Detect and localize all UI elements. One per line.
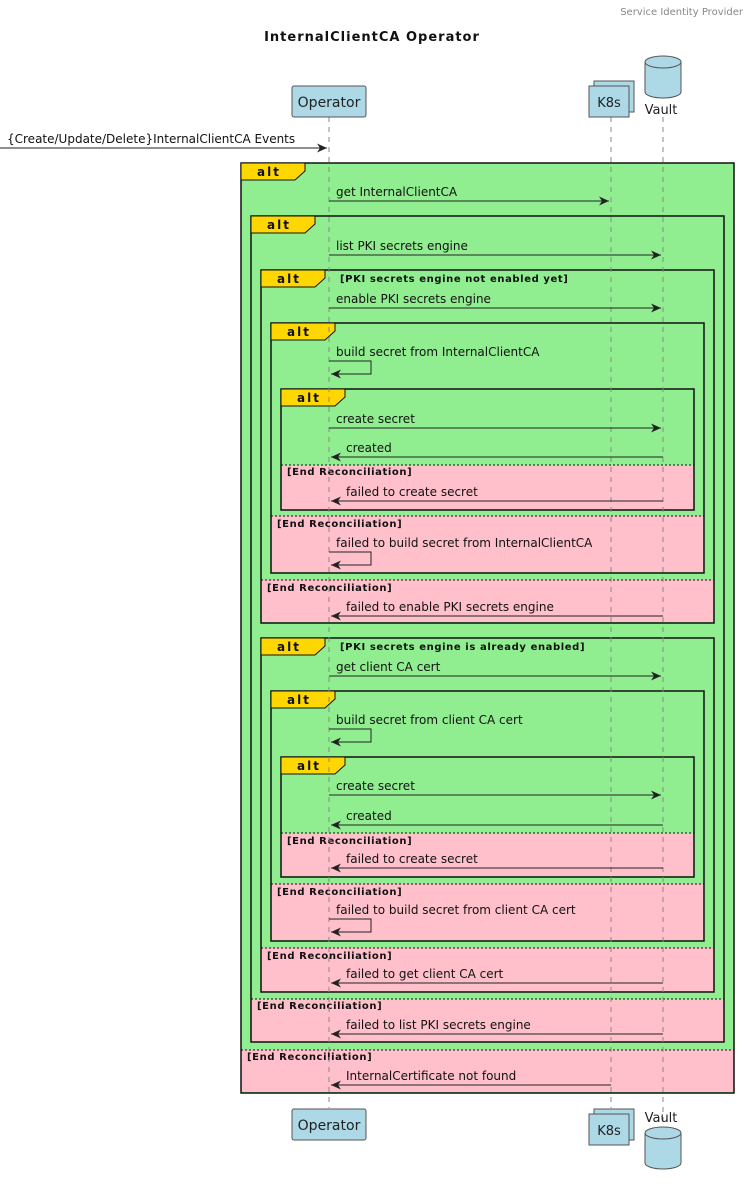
message-label: build secret from client CA cert (336, 713, 523, 727)
message-build-secret-ca: build secret from InternalClientCA (329, 345, 540, 379)
message-created-a: created (331, 441, 663, 462)
message-label: InternalCertificate not found (346, 1069, 516, 1083)
participant-label: K8s (597, 1124, 621, 1139)
participant-vault-top: Vault (644, 55, 682, 118)
message-label: failed to list PKI secrets engine (346, 1018, 531, 1032)
participant-label: K8s (597, 96, 621, 111)
participant-label: Vault (645, 103, 678, 118)
message-enable-pki: enable PKI secrets engine (329, 292, 661, 313)
message-label: create secret (336, 412, 415, 426)
message-label: created (346, 441, 392, 455)
alt-keyword: alt (287, 325, 311, 339)
guard-enabled: [PKI secrets engine is already enabled] (340, 642, 585, 653)
participant-operator-top: Operator (291, 85, 367, 118)
message-create-secret-b: create secret (329, 779, 661, 800)
message-label: failed to create secret (346, 485, 478, 499)
self-message-arrow (329, 728, 372, 747)
else-label: [End Reconciliation] (247, 1052, 372, 1063)
diagram-title: InternalClientCA Operator (264, 30, 480, 45)
message-label: create secret (336, 779, 415, 793)
participant-k8s-top: K8s (588, 80, 635, 118)
message-events: {Create/Update/Delete}InternalClientCA E… (0, 132, 327, 153)
else-label: [End Reconciliation] (267, 583, 392, 594)
else-label: [End Reconciliation] (277, 519, 402, 530)
alt-keyword: alt (257, 165, 281, 179)
message-label: failed to get client CA cert (346, 967, 504, 981)
message-label: {Create/Update/Delete}InternalClientCA E… (7, 132, 295, 146)
alt-keyword: alt (277, 272, 301, 286)
message-label: created (346, 809, 392, 823)
else-label: [End Reconciliation] (277, 887, 402, 898)
participant-k8s-bottom: K8s (588, 1108, 635, 1146)
participant-operator-bottom: Operator (291, 1108, 367, 1141)
else-label: [End Reconciliation] (287, 467, 412, 478)
message-label: enable PKI secrets engine (336, 292, 491, 306)
message-label: failed to create secret (346, 852, 478, 866)
participant-vault-bottom: Vault (644, 1111, 682, 1170)
message-label: build secret from InternalClientCA (336, 345, 540, 359)
else-label: [End Reconciliation] (287, 836, 412, 847)
message-failed-create-secret-a: failed to create secret (331, 485, 663, 506)
participant-label: Operator (298, 1118, 361, 1134)
alt-keyword: alt (277, 640, 301, 654)
diagram-header: Service Identity Provider (620, 7, 744, 18)
message-label: list PKI secrets engine (336, 239, 468, 253)
else-label: [End Reconciliation] (257, 1001, 382, 1012)
self-message-arrow (329, 360, 372, 379)
message-label: failed to enable PKI secrets engine (346, 600, 554, 614)
alt-keyword: alt (287, 693, 311, 707)
message-label: failed to build secret from client CA ce… (336, 903, 576, 917)
message-failed-build-ca: failed to build secret from InternalClie… (329, 536, 593, 570)
else-label: [End Reconciliation] (267, 951, 392, 962)
message-failed-enable-pki: failed to enable PKI secrets engine (331, 600, 663, 621)
guard-not-enabled: [PKI secrets engine not enabled yet] (340, 274, 568, 285)
message-created-b: created (331, 809, 663, 830)
message-failed-get-cert: failed to get client CA cert (331, 967, 663, 988)
message-create-secret-a: create secret (329, 412, 661, 433)
message-label: failed to build secret from InternalClie… (336, 536, 593, 550)
message-list-pki: list PKI secrets engine (329, 239, 661, 260)
message-build-secret-cert: build secret from client CA cert (329, 713, 523, 747)
message-get-client-cert: get client CA cert (329, 660, 661, 681)
alt-keyword: alt (297, 759, 321, 773)
message-failed-build-cert: failed to build secret from client CA ce… (329, 903, 576, 937)
participant-label: Operator (298, 95, 361, 111)
message-get-ca: get InternalClientCA (329, 185, 609, 206)
alt-keyword: alt (297, 391, 321, 405)
alt-fragment-create-secret-b: alt [End Reconciliation] (280, 756, 695, 878)
self-message-arrow (329, 918, 372, 937)
participant-label: Vault (645, 1111, 678, 1126)
message-failed-create-secret-b: failed to create secret (331, 852, 663, 873)
message-label: get client CA cert (336, 660, 441, 674)
message-label: get InternalClientCA (336, 185, 458, 199)
self-message-arrow (329, 551, 372, 570)
message-failed-list-pki: failed to list PKI secrets engine (331, 1018, 663, 1039)
alt-fragment-create-secret-a: alt [End Reconciliation] (280, 388, 695, 511)
message-not-found: InternalCertificate not found (331, 1069, 611, 1090)
alt-keyword: alt (267, 218, 291, 232)
